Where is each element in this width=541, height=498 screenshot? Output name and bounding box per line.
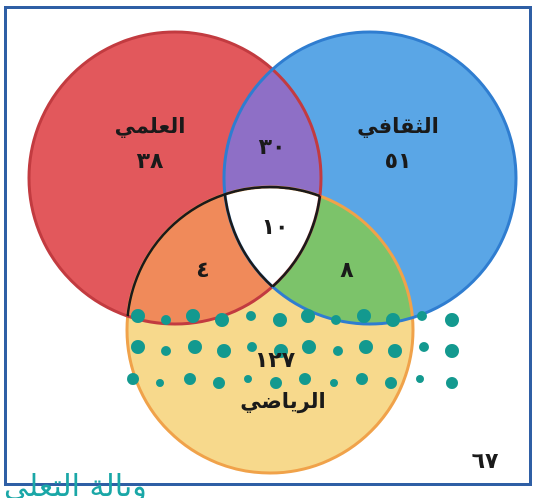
watermark-dot (386, 313, 400, 327)
cultural-circle-outline (222, 30, 518, 326)
watermark-dot (302, 340, 316, 354)
cultural-mathematical-overlap (224, 187, 413, 324)
watermark-dot (156, 379, 164, 387)
all-three-count: ١٠ (262, 215, 289, 240)
scientific-circle-outline (27, 30, 323, 326)
watermark-dot (270, 377, 282, 389)
watermark-dot (247, 342, 257, 352)
watermark-dot (127, 373, 139, 385)
cultural-mathematical-count: ٨ (340, 258, 354, 283)
watermark-dot (357, 309, 371, 323)
watermark-dot (388, 344, 402, 358)
watermark-dot (331, 315, 341, 325)
watermark-dot (445, 344, 459, 358)
cultural-set-label: الثقافي (357, 114, 439, 138)
watermark-dot (385, 377, 397, 389)
watermark-dot (299, 373, 311, 385)
scientific-mathematical-count: ٤ (196, 258, 209, 283)
watermark-dot (186, 309, 200, 323)
scientific-only-count: ٣٨ (137, 149, 164, 174)
scientific-mathematical-overlap (127, 187, 321, 324)
scientific-cultural-count: ٣٠ (259, 135, 286, 160)
watermark-dot (301, 309, 315, 323)
watermark-dot (419, 342, 429, 352)
watermark-dot (161, 315, 171, 325)
watermark-dot (246, 311, 256, 321)
watermark-dot (244, 375, 252, 383)
watermark-dot (446, 377, 458, 389)
watermark-dot (330, 379, 338, 387)
watermark-dot (215, 313, 229, 327)
watermark-dot (184, 373, 196, 385)
watermark-dot (131, 340, 145, 354)
mathematical-set-label: الرياضي (240, 389, 325, 413)
watermark-dot (273, 313, 287, 327)
outside-count: ٦٧ (472, 449, 499, 474)
watermark-dot (356, 373, 368, 385)
watermark-dot (213, 377, 225, 389)
watermark-dot (217, 344, 231, 358)
watermark-dot (161, 346, 171, 356)
watermark-dots (127, 309, 459, 389)
scientific-set-label: العلمي (115, 114, 186, 138)
watermark-text: وبالة التعلي (4, 469, 147, 498)
watermark-dot (274, 344, 288, 358)
watermark-dot (417, 311, 427, 321)
watermark-dot (445, 313, 459, 327)
watermark-dot (333, 346, 343, 356)
watermark-dot (359, 340, 373, 354)
watermark-dot (131, 309, 145, 323)
watermark-dot (416, 375, 424, 383)
watermark-dot (188, 340, 202, 354)
mathematical-only-count: ١٢٧ (255, 348, 296, 373)
cultural-only-count: ٥١ (385, 149, 412, 174)
